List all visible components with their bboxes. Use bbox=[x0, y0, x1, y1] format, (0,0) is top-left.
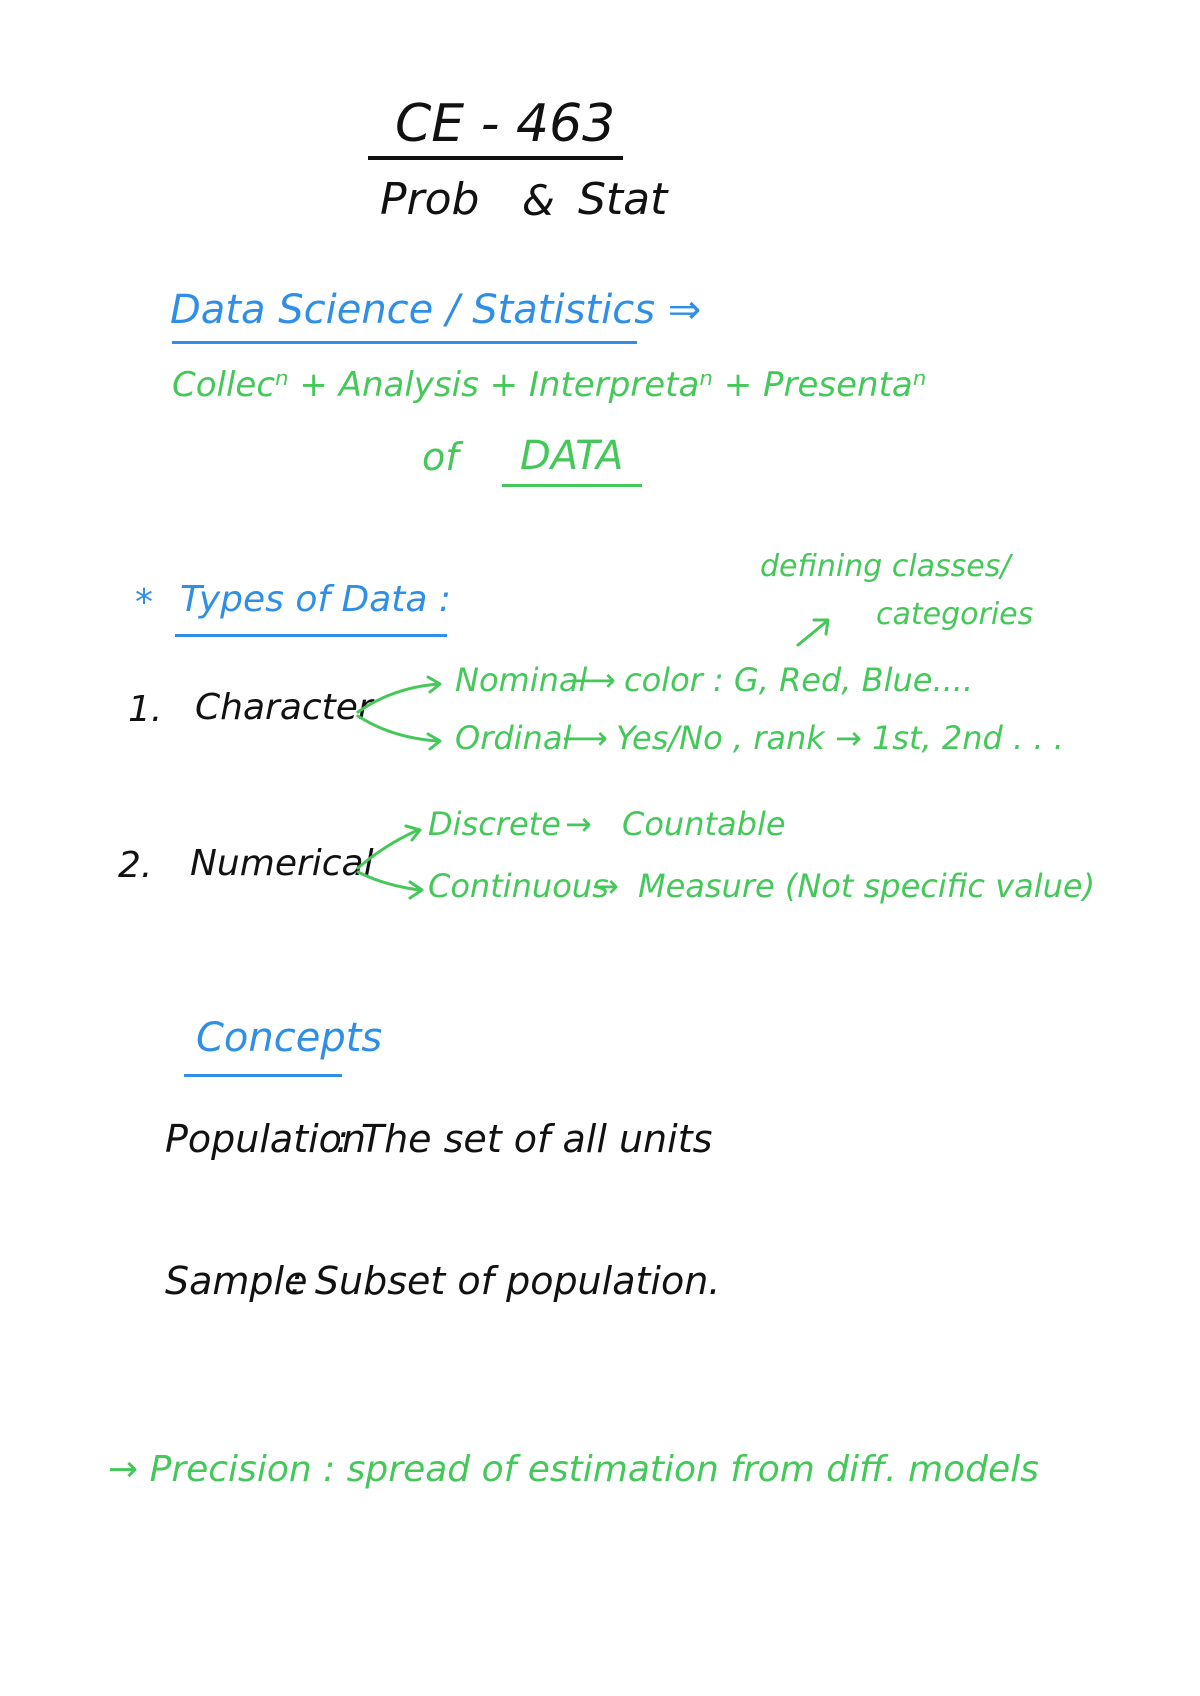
definition-heading: Data Science / Statistics ⇒ bbox=[170, 287, 702, 333]
annotation-line1: defining classes/ bbox=[760, 549, 1011, 584]
ordinal-detail: Yes/No , rank → 1st, 2nd . . . bbox=[616, 719, 1064, 757]
discrete-label: Discrete bbox=[428, 805, 561, 843]
concepts-heading: Concepts bbox=[196, 1015, 383, 1061]
annotation-line2: categories bbox=[876, 597, 1034, 632]
population-definition: : The set of all units bbox=[336, 1117, 713, 1161]
item-2-number: 2. bbox=[118, 845, 153, 886]
of-label: of bbox=[422, 435, 459, 479]
ordinal-arrow: ⟶ bbox=[562, 719, 608, 757]
definition-body: Collecⁿ + Analysis + Interpretaⁿ + Prese… bbox=[172, 365, 927, 405]
character-upper-arrowhead bbox=[426, 675, 442, 694]
annotation-arrowhead bbox=[812, 618, 830, 636]
definition-underline bbox=[172, 341, 637, 344]
types-bullet: * bbox=[135, 582, 153, 623]
population-term: Population bbox=[165, 1117, 367, 1161]
continuous-detail: Measure (Not specific value) bbox=[638, 867, 1096, 905]
course-title-prob: Prob bbox=[380, 174, 480, 225]
annotation-arrow bbox=[796, 620, 828, 647]
data-underline bbox=[502, 484, 642, 487]
item-1-number: 1. bbox=[128, 689, 163, 730]
ordinal-label: Ordinal bbox=[455, 719, 572, 757]
course-title-stat: Stat bbox=[578, 174, 668, 225]
course-code: CE - 463 bbox=[395, 94, 616, 154]
continuous-arrow: → bbox=[592, 867, 619, 905]
numerical-lower-arrowhead bbox=[408, 880, 424, 900]
types-underline bbox=[175, 634, 447, 637]
numerical-upper-branch bbox=[356, 828, 420, 870]
discrete-detail: Countable bbox=[622, 805, 786, 843]
precision-line: → Precision : spread of estimation from … bbox=[108, 1449, 1039, 1490]
numerical-upper-arrowhead bbox=[404, 824, 422, 842]
nominal-label: Nominal bbox=[455, 661, 588, 699]
character-lower-arrowhead bbox=[426, 732, 442, 751]
course-title-amp: & bbox=[522, 176, 555, 225]
concepts-underline bbox=[184, 1074, 342, 1077]
item-1-label: Character bbox=[195, 687, 373, 728]
sample-definition: : Subset of population. bbox=[290, 1259, 721, 1303]
numerical-lower-branch bbox=[356, 870, 422, 892]
nominal-detail: color : G, Red, Blue.... bbox=[624, 661, 974, 699]
continuous-label: Continuous bbox=[428, 867, 609, 905]
sample-term: Sample bbox=[165, 1259, 308, 1303]
character-upper-branch bbox=[356, 682, 440, 714]
nominal-arrow: ⟶ bbox=[570, 661, 616, 699]
item-2-label: Numerical bbox=[190, 843, 374, 884]
character-lower-branch bbox=[356, 714, 440, 743]
header-rule bbox=[368, 156, 623, 160]
data-word: DATA bbox=[520, 433, 624, 479]
types-heading: Types of Data : bbox=[180, 579, 452, 620]
discrete-arrow: → bbox=[565, 805, 592, 843]
